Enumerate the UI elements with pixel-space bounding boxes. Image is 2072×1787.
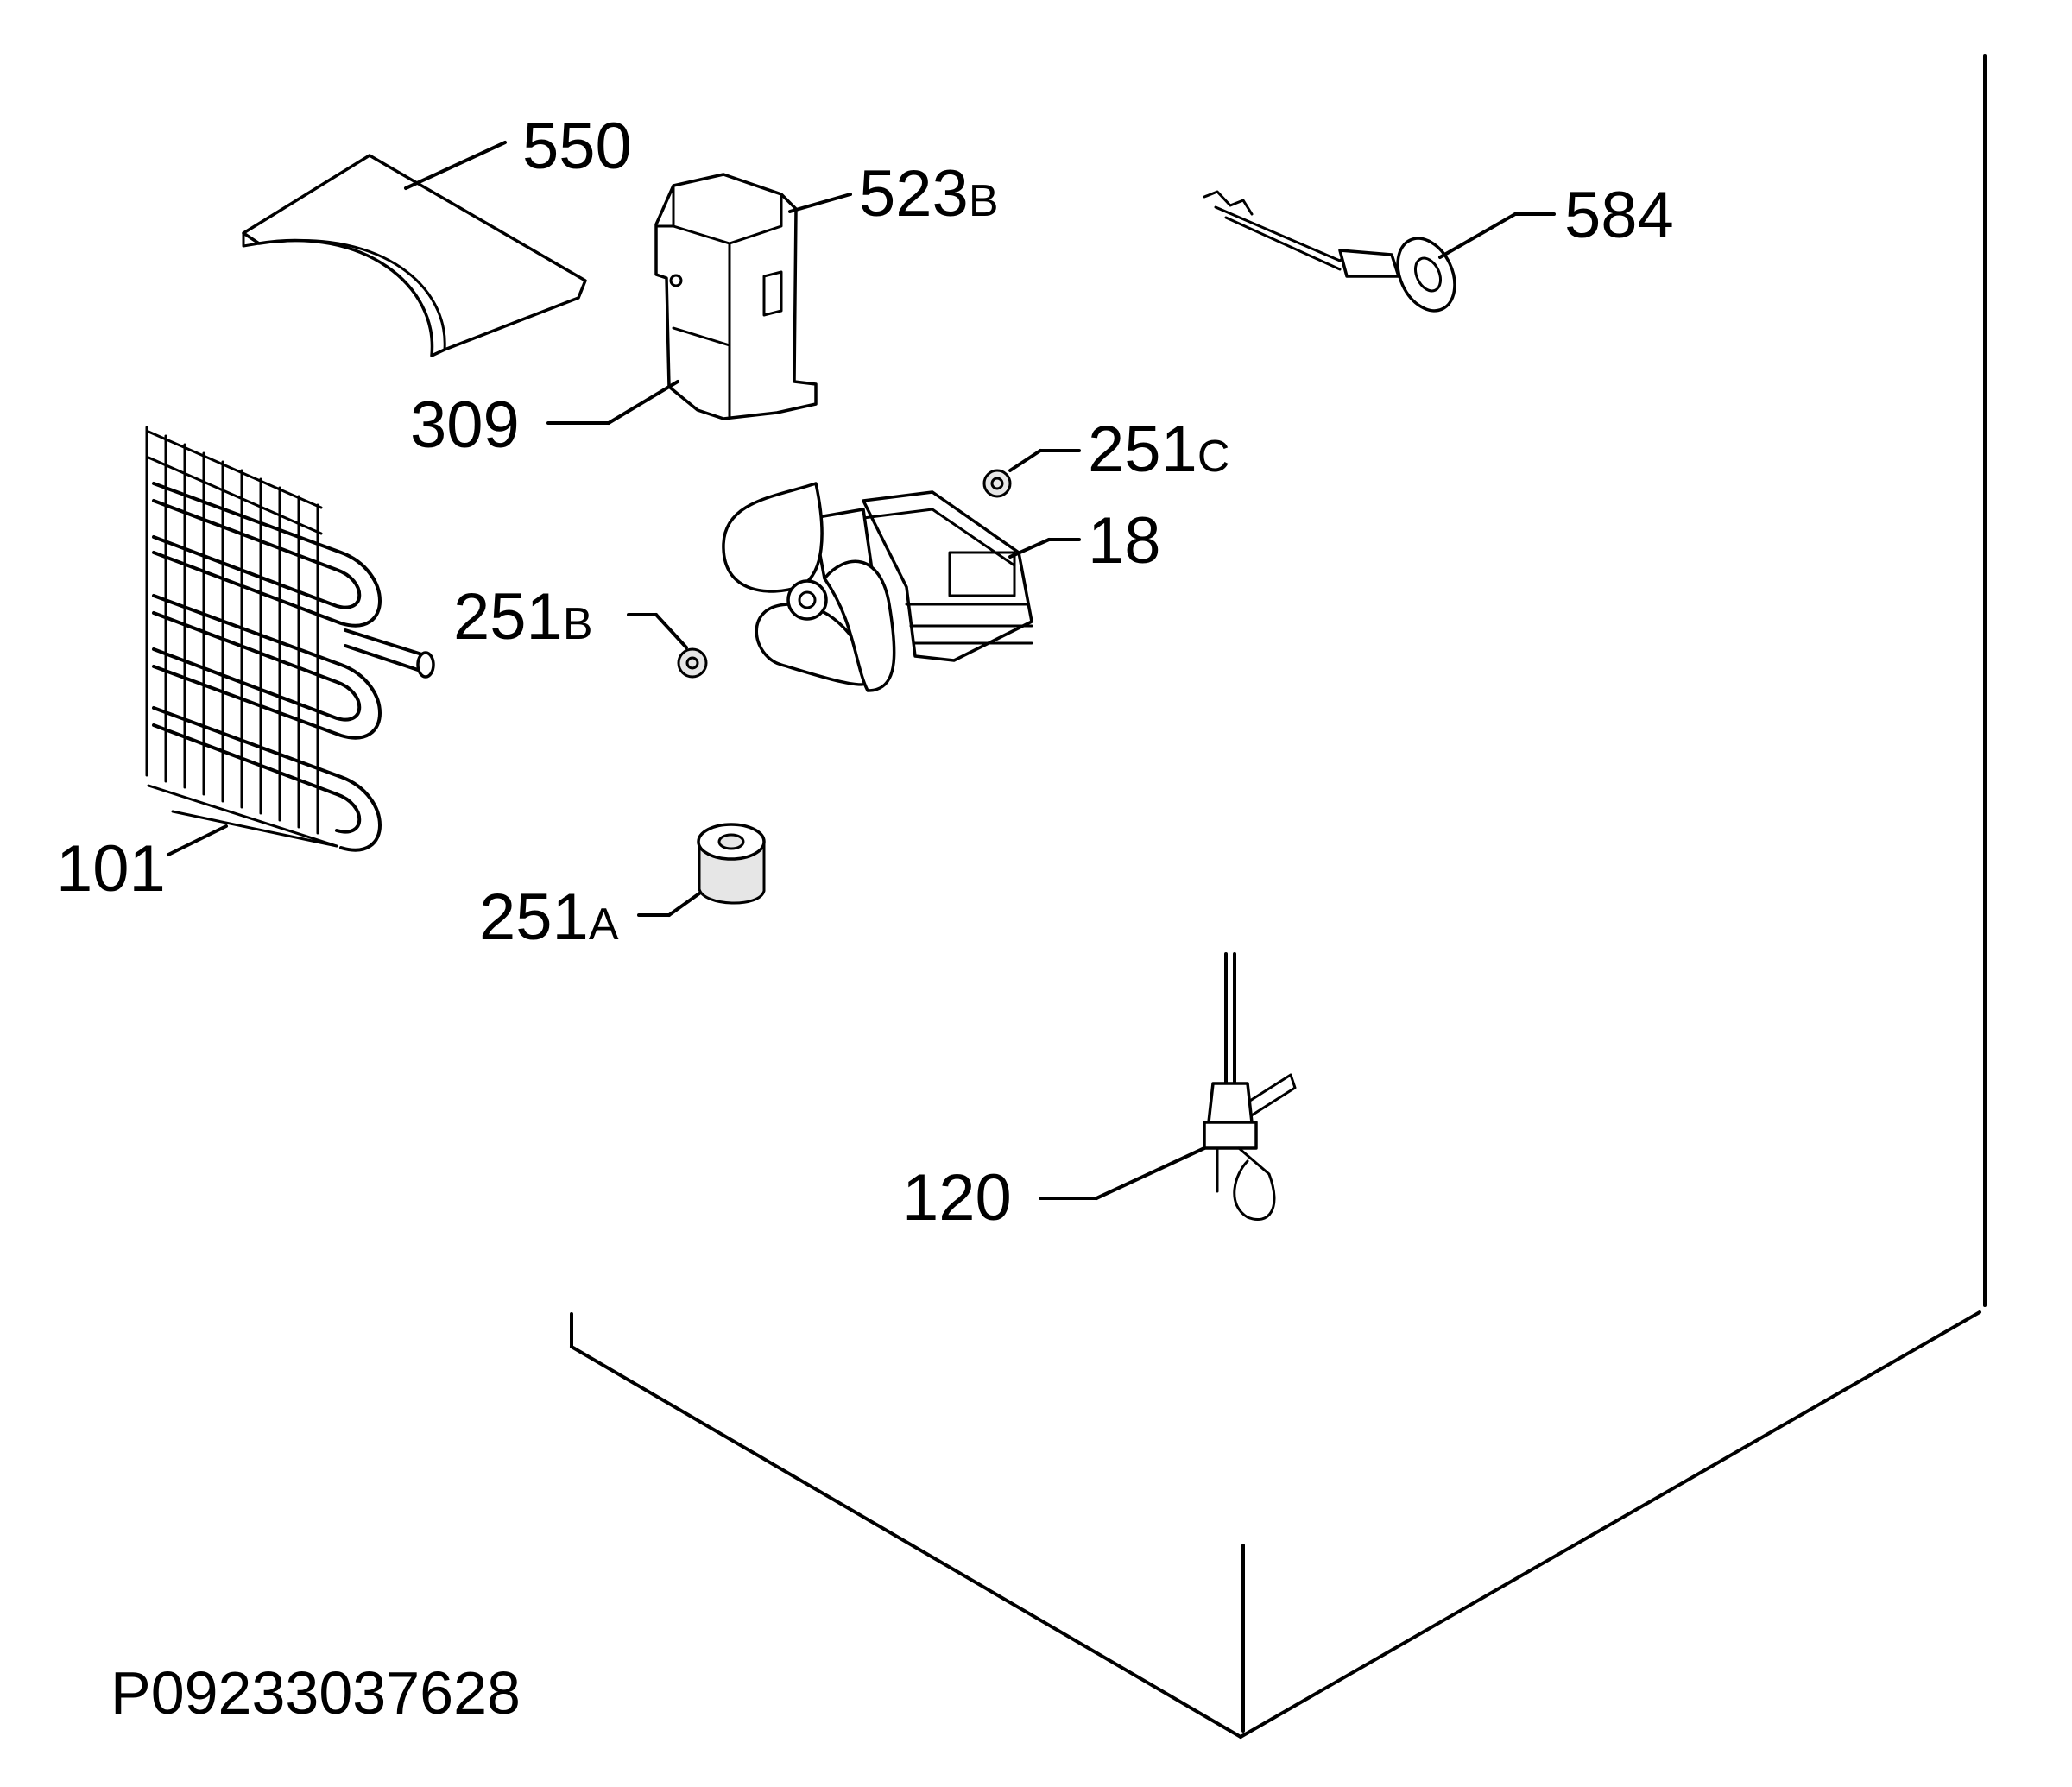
callout-251b: 251B: [453, 580, 593, 654]
callout-523b: 523B: [859, 157, 999, 230]
leader-251a-b: [667, 892, 701, 917]
callout-labels: 550 523B 584 309 251C 18 251B 101 251A 1…: [56, 110, 1674, 1727]
cabinet-outline: [570, 54, 1987, 1739]
leader-584: [1438, 212, 1517, 259]
callout-251a: 251A: [479, 881, 619, 954]
callout-120: 120: [902, 1161, 1012, 1234]
part-251c-grommet[interactable]: [982, 469, 1012, 498]
leader-523b: [788, 193, 852, 213]
leader-251c: [1008, 449, 1042, 472]
callout-251c: 251C: [1088, 413, 1229, 486]
callout-18: 18: [1088, 504, 1161, 578]
part-251b-grommet[interactable]: [677, 647, 708, 679]
part-120-probe[interactable]: [1203, 952, 1297, 1221]
part-18-fan-motor[interactable]: [722, 482, 1033, 692]
leader-120b: [1095, 1146, 1206, 1200]
leader-18: [1008, 538, 1051, 559]
part-550-duct-cover[interactable]: [242, 154, 587, 357]
leader-550: [404, 141, 507, 190]
part-584-sensor[interactable]: [1203, 190, 1466, 320]
part-251a-bushing[interactable]: [697, 823, 766, 905]
callout-550: 550: [522, 110, 632, 183]
leader-251b-b: [654, 613, 688, 649]
callout-101: 101: [56, 832, 166, 906]
leader-309b: [607, 380, 679, 425]
reference-code: P09233037628: [111, 1659, 521, 1727]
leader-101: [167, 824, 228, 856]
part-101-condenser[interactable]: [145, 426, 435, 852]
callout-584: 584: [1564, 179, 1674, 252]
callout-309: 309: [410, 388, 520, 462]
part-523b-housing[interactable]: [654, 173, 818, 420]
leader-lines: [167, 141, 1556, 1200]
